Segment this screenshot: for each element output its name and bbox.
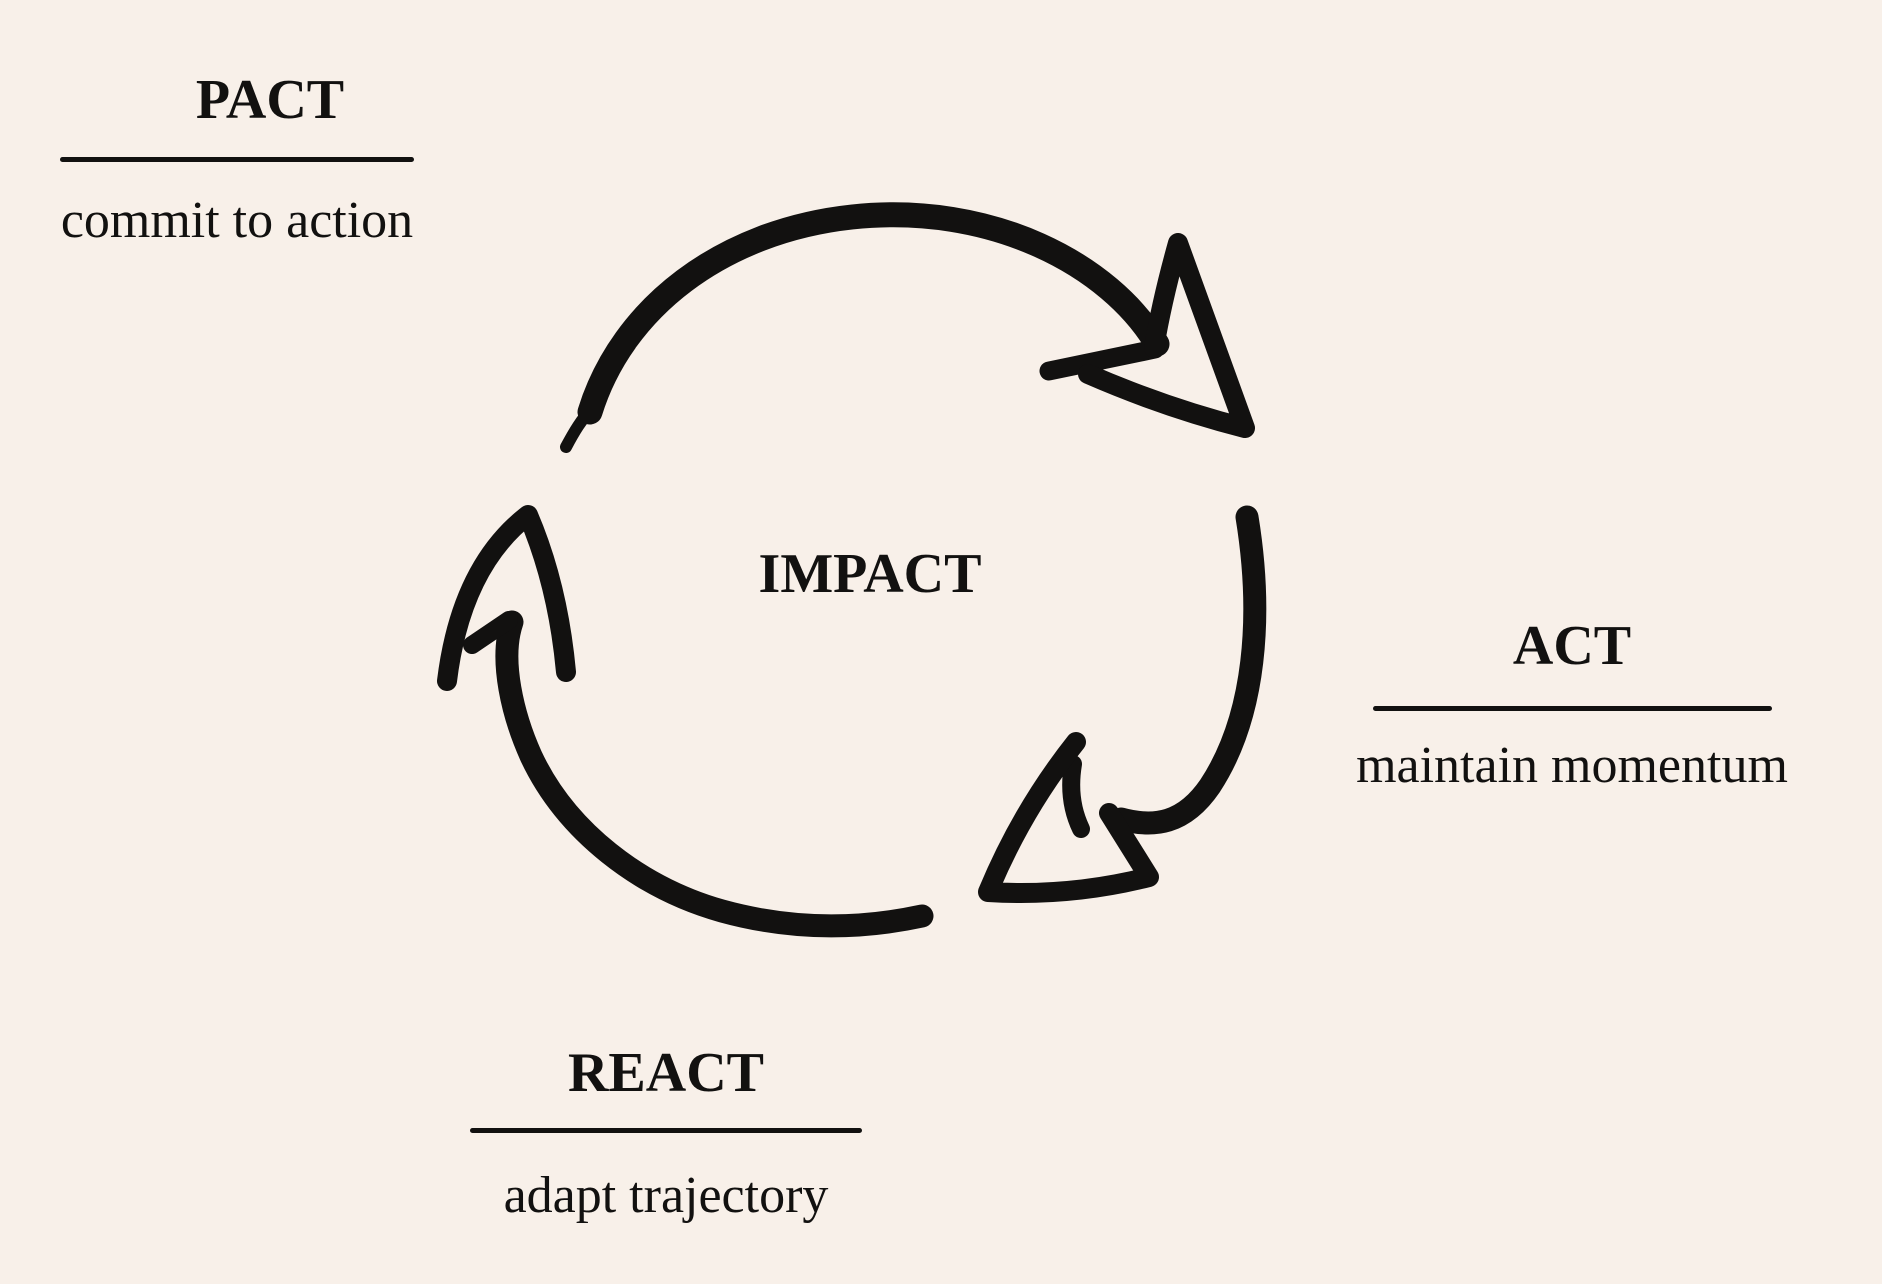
right-arc [1109, 505, 1267, 835]
step-pact-underline [60, 157, 414, 162]
step-react-description: adapt trajectory [503, 1167, 829, 1224]
step-react: REACT adapt trajectory [406, 1045, 926, 1275]
step-pact-description: commit to action [60, 192, 414, 249]
arrowhead-left [437, 505, 576, 691]
arrowhead-right-barb [1039, 339, 1165, 381]
bottom-arc [495, 610, 934, 938]
step-act: ACT maintain momentum [1312, 618, 1832, 848]
step-pact: PACT commit to action [0, 72, 497, 302]
step-pact-title: PACT [195, 69, 345, 131]
arrowhead-bottom-barb [1062, 755, 1090, 838]
arrowhead-bottom [978, 732, 1159, 903]
arrowhead-left-barb [463, 611, 518, 654]
step-act-description: maintain momentum [1356, 737, 1788, 794]
arrowhead-right [1078, 233, 1255, 438]
step-act-underline [1373, 706, 1772, 711]
step-react-title: REACT [567, 1042, 765, 1104]
step-act-title: ACT [1512, 615, 1632, 677]
top-arc [577, 202, 1170, 425]
step-react-underline [470, 1128, 862, 1133]
center-label-impact: IMPACT [758, 543, 982, 605]
